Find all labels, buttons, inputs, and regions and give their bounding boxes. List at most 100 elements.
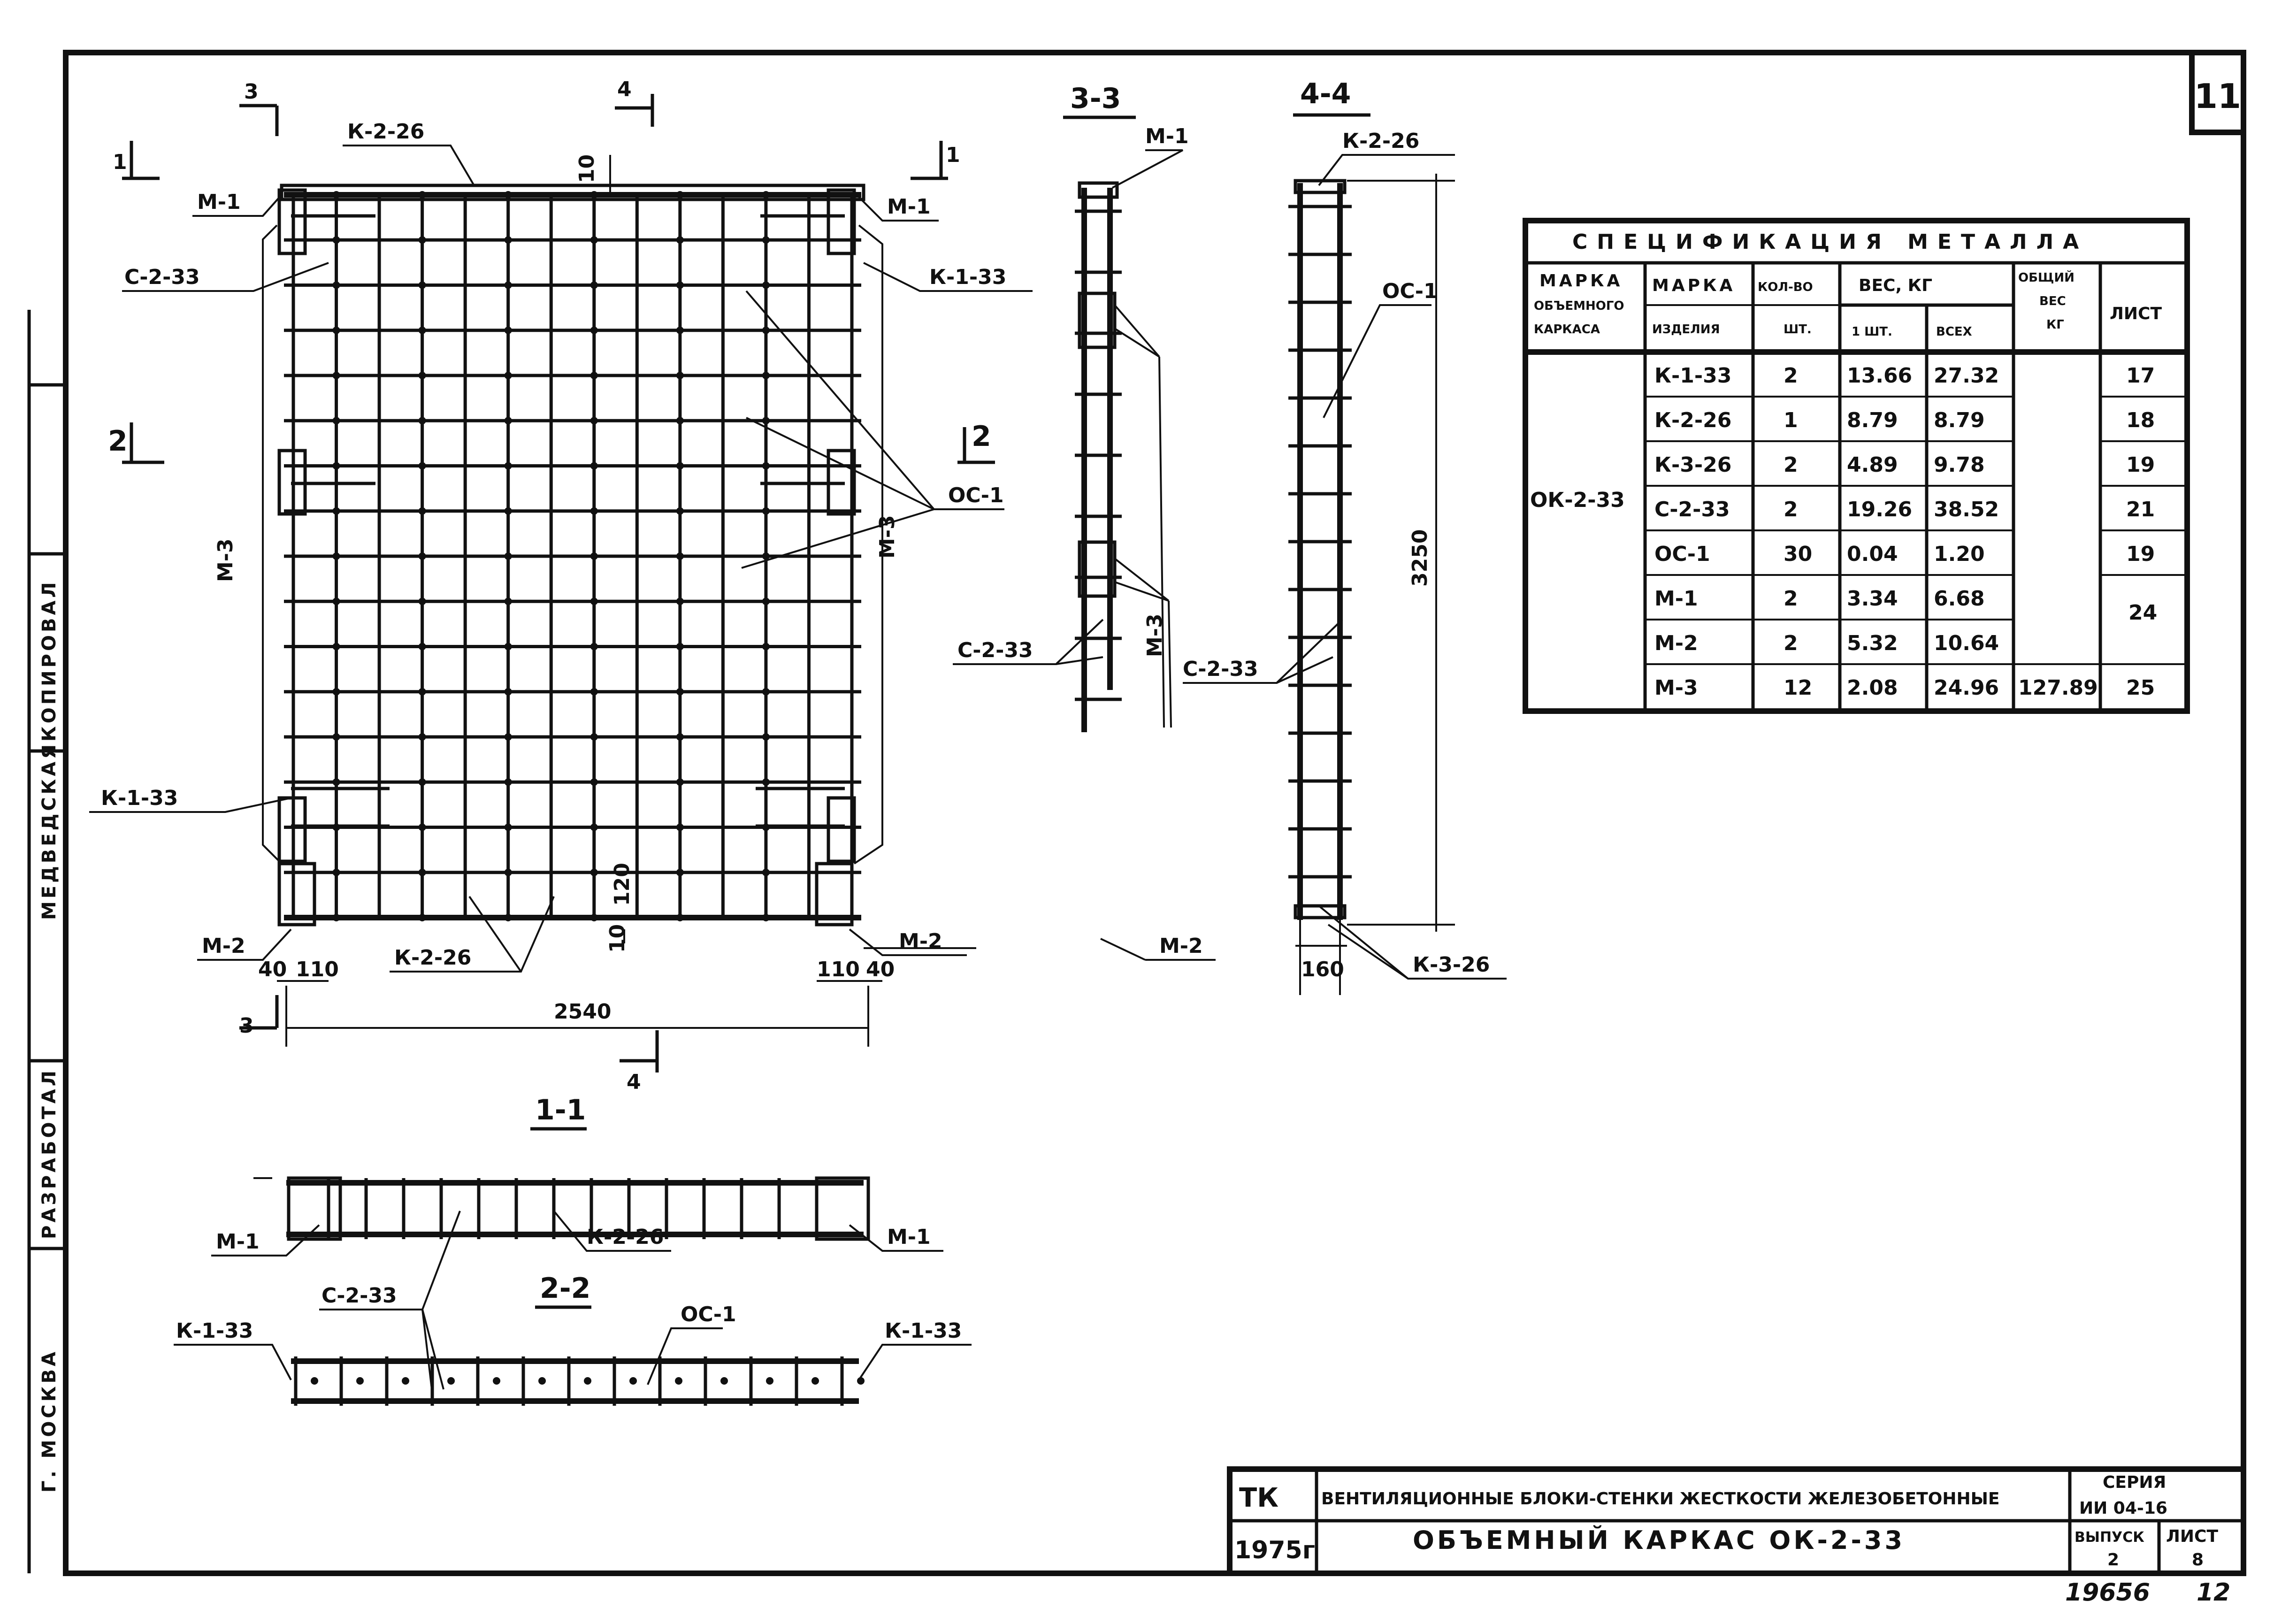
side-stamp: Г. МОСКВА РАЗРАБОТАЛ МЕДВЕДСКАЯ КОПИРОВА… <box>38 579 60 1493</box>
spec-cell-vseh: 10.64 <box>1934 631 1999 655</box>
weld-point <box>762 914 770 921</box>
section-title-4-4: 4-4 <box>1300 77 1351 110</box>
svg-text:3: 3 <box>239 1014 254 1038</box>
weld-point <box>418 372 426 379</box>
label-m-1-s33: М-1 <box>1145 124 1189 148</box>
section-1-1: 1-1 М-1 М-1 К-2-26 <box>211 1094 943 1256</box>
spec-cell-kol: 2 <box>1784 631 1798 655</box>
spec-cell-ves1: 3.34 <box>1847 587 1898 611</box>
spec-cell-vseh: 9.78 <box>1934 453 1985 477</box>
weld-point <box>418 462 426 470</box>
section-mark-4-top: 4 <box>615 77 654 127</box>
weld-point <box>332 372 340 379</box>
weld-point <box>418 733 426 741</box>
title-main: ОБЪЕМНЫЙ КАРКАС ОК-2-33 <box>1413 1525 1905 1555</box>
weld-point <box>762 372 770 379</box>
weld-point <box>676 372 684 379</box>
weld-point <box>418 778 426 786</box>
title-vypusk-value: 2 <box>2107 1550 2119 1570</box>
weld-point <box>676 552 684 560</box>
weld-point <box>676 868 684 876</box>
weld-point <box>676 507 684 515</box>
side-city: Г. МОСКВА <box>38 1349 60 1493</box>
weld-point <box>590 326 598 334</box>
weld-point <box>762 281 770 289</box>
weld-point <box>332 462 340 470</box>
label-m-3-left: М-3 <box>214 538 237 582</box>
weld-point <box>676 733 684 741</box>
svg-text:ЛИСТ: ЛИСТ <box>2110 304 2162 323</box>
weld-point <box>356 1377 364 1385</box>
top-chord <box>280 184 865 201</box>
section-title-1-1: 1-1 <box>535 1094 586 1126</box>
weld-point <box>332 417 340 425</box>
svg-text:КОЛ-ВО: КОЛ-ВО <box>1758 280 1813 294</box>
section-mark-1-right: 1 <box>911 141 960 180</box>
title-list-value: 8 <box>2192 1550 2204 1570</box>
weld-point <box>332 326 340 334</box>
weld-point <box>762 236 770 244</box>
title-block: ТК 1975г ВЕНТИЛЯЦИОННЫЕ БЛОКИ-СТЕНКИ ЖЕС… <box>1227 1466 2246 1576</box>
spec-cell-vseh: 24.96 <box>1934 676 1999 700</box>
weld-point <box>504 823 512 831</box>
weld-point <box>766 1377 773 1385</box>
label-oc-1-s44: ОС-1 <box>1382 279 1438 303</box>
weld-point <box>675 1377 682 1385</box>
weld-point <box>590 417 598 425</box>
section-mark-1-left: 1 <box>113 141 160 180</box>
weld-point <box>504 372 512 379</box>
weld-point <box>504 191 512 199</box>
label-m-3-s33: М-3 <box>1143 613 1167 657</box>
title-org: ТК <box>1239 1483 1278 1513</box>
label-m-2-right: М-2 <box>899 929 942 953</box>
weld-point <box>590 507 598 515</box>
spec-cell-vseh: 38.52 <box>1934 498 1999 521</box>
spec-cell-vseh: 27.32 <box>1934 364 1999 388</box>
spec-total: 127.89 <box>2018 676 2098 700</box>
weld-point <box>504 643 512 651</box>
weld-point <box>590 643 598 651</box>
label-k-2-26-bottom: К-2-26 <box>394 946 471 970</box>
weld-point <box>504 507 512 515</box>
svg-text:ШТ.: ШТ. <box>1784 322 1812 337</box>
label-c-2-33: С-2-33 <box>124 265 200 289</box>
spec-cell-ves1: 13.66 <box>1847 364 1912 388</box>
spec-cell-ves1: 8.79 <box>1847 408 1898 432</box>
weld-point <box>418 552 426 560</box>
spec-cell-kol: 2 <box>1784 587 1798 611</box>
spec-cell-list: 19 <box>2126 453 2155 477</box>
weld-point <box>418 868 426 876</box>
section-3-3: 3-3 М-1 М-3 С-2-33 М-2 <box>953 82 1216 961</box>
weld-point <box>762 598 770 605</box>
dim-10-bottom: 10 <box>605 924 629 953</box>
weld-point <box>676 778 684 786</box>
weld-point <box>590 281 598 289</box>
weld-point <box>676 281 684 289</box>
weld-point <box>504 552 512 560</box>
weld-point <box>590 688 598 696</box>
weld-point <box>584 1377 591 1385</box>
weld-point <box>504 688 512 696</box>
weld-point <box>676 688 684 696</box>
weld-point <box>504 778 512 786</box>
label-c-2-33-s44: С-2-33 <box>1183 657 1258 681</box>
weld-point <box>676 191 684 199</box>
section-2-2: 2-2 К-1-33 К-1-33 ОС-1 С-2-33 <box>174 1210 972 1406</box>
side-name: МЕДВЕДСКАЯ <box>38 742 60 920</box>
weld-point <box>762 507 770 515</box>
weld-point <box>590 868 598 876</box>
spec-cell-ves1: 4.89 <box>1847 453 1898 477</box>
spec-cell-list: 21 <box>2126 498 2155 521</box>
weld-point <box>504 868 512 876</box>
label-m-1-s11-right: М-1 <box>887 1225 931 1249</box>
weld-point <box>762 326 770 334</box>
weld-point <box>590 598 598 605</box>
spec-list-merged: 24 <box>2128 601 2157 625</box>
spec-cell-marka: К-2-26 <box>1654 408 1731 432</box>
spec-cell-kol: 12 <box>1784 676 1812 700</box>
weld-point <box>590 236 598 244</box>
title-subject: ВЕНТИЛЯЦИОННЫЕ БЛОКИ-СТЕНКИ ЖЕСТКОСТИ ЖЕ… <box>1321 1489 1999 1509</box>
spec-cell-vseh: 8.79 <box>1934 408 1985 432</box>
label-m-2-s33: М-2 <box>1159 934 1203 958</box>
spec-cell-marka: М-3 <box>1654 676 1698 700</box>
